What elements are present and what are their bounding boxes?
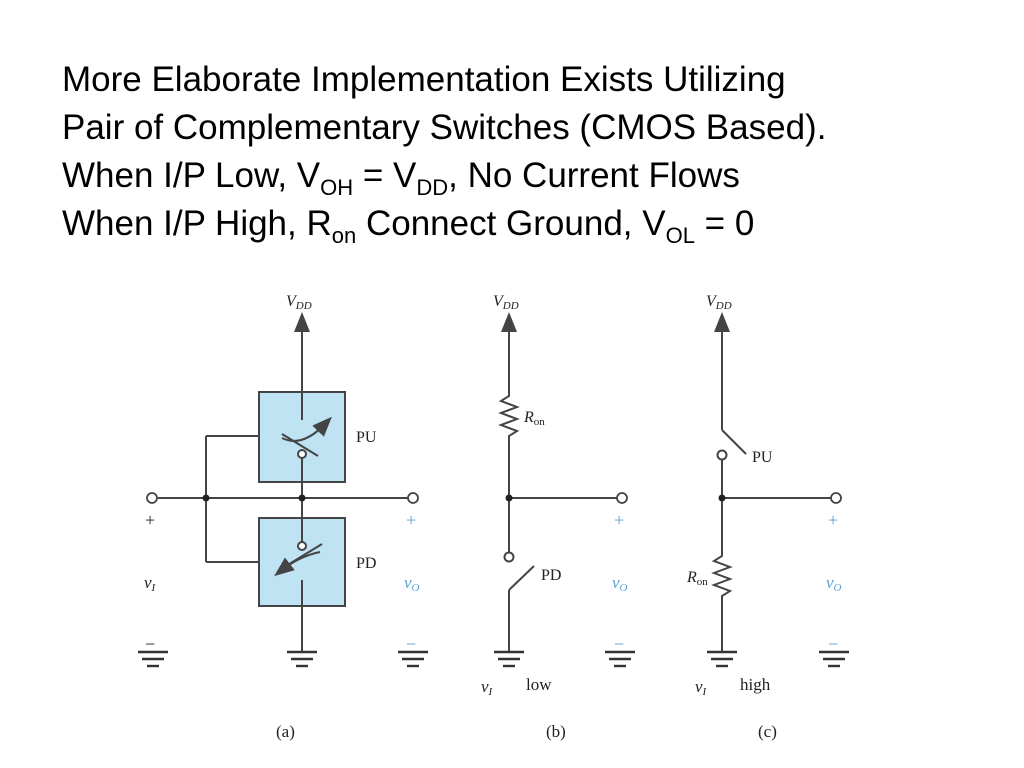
pd-contact [297,541,307,551]
input-minus-a: − [145,634,155,654]
output-minus-b: − [614,634,624,654]
ron-label-c: Ron [686,569,708,588]
vdd-label-a: VDD [286,293,312,312]
ron-resistor-b [498,392,520,498]
pd-open-switch-b [508,565,535,591]
pu-contact [297,449,307,459]
pd-label-a: PD [356,555,376,572]
pd-label-b: PD [541,567,561,584]
text-line-4: When I/P High, Ron Connect Ground, VOL =… [62,204,755,248]
input-terminal-a [146,492,158,504]
output-minus-c: − [828,634,838,654]
input-plus-a: + [145,510,155,530]
caption-b: (b) [546,722,566,741]
output-plus-a: + [406,510,416,530]
panel-a [158,312,410,652]
pd-arrow [274,551,321,577]
panel-c-nodes [718,492,842,504]
vo-label-a: vO [404,573,420,594]
panel-b [498,312,618,652]
text-line-3: When I/P Low, VOH = VDD, No Current Flow… [62,156,740,200]
ground-symbols-c [707,650,849,668]
pu-closed-switch-c [721,429,747,455]
ground-symbols-a [138,650,428,668]
output-plus-b: + [614,510,624,530]
pu-contact-c [716,449,728,461]
vdd-label-c: VDD [706,293,732,312]
slide-text: More Elaborate Implementation Exists Uti… [62,56,826,248]
panel-c [711,312,832,652]
pu-blade [281,433,319,457]
text-line-2: Pair of Complementary Switches (CMOS Bas… [62,108,827,147]
text-line-1: More Elaborate Implementation Exists Uti… [62,60,786,99]
vo-label-c: vO [826,573,842,594]
panel-a-nodes [146,492,419,504]
vi-label-a: vI [144,573,157,594]
pu-label-c: PU [752,449,773,466]
output-plus-c: + [828,510,838,530]
output-terminal-b [616,492,628,504]
panel-c-labels: VDD PU Ron + vO − vI high (c) [686,293,842,741]
pu-label-a: PU [356,429,377,446]
caption-c: (c) [758,722,777,741]
caption-a: (a) [276,722,295,741]
panel-a-labels: VDD PU PD + vI − + vO − (a) [144,293,420,741]
vdd-label-b: VDD [493,293,519,312]
ron-resistor-c [711,498,733,652]
pu-arrow [281,416,332,442]
output-terminal-c [830,492,842,504]
vi-label-c: vI [695,677,708,698]
ron-label-b: Ron [523,409,545,428]
panel-b-nodes [505,492,628,504]
output-terminal-a [407,492,419,504]
input-high-label: high [740,675,771,694]
ground-symbols-b [494,650,635,668]
vo-label-b: vO [612,573,628,594]
input-low-label: low [526,675,552,694]
pd-contact-b [503,551,515,563]
output-minus-a: − [406,634,416,654]
vi-label-b: vI [481,677,494,698]
panel-b-labels: VDD Ron PD + vO − vI low (b) [481,293,628,741]
